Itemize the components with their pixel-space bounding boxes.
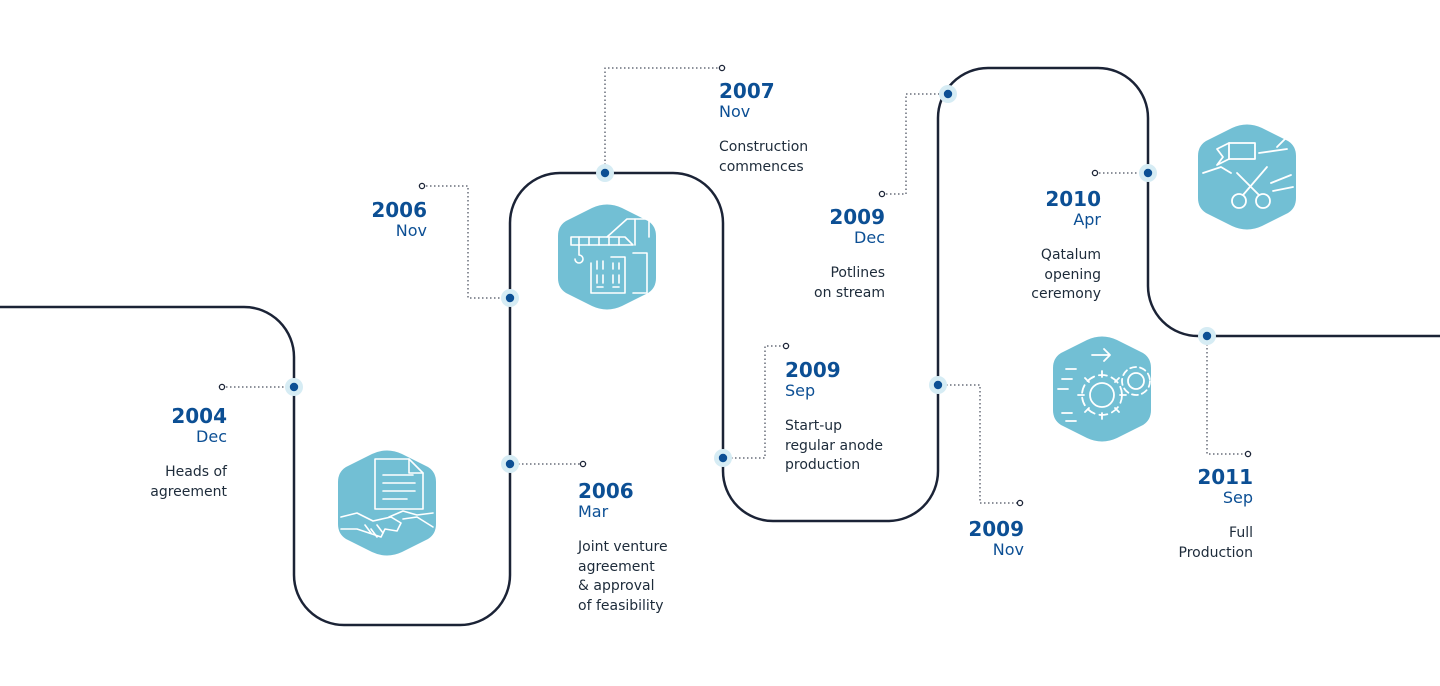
connector-ends <box>218 64 1252 507</box>
gears-icon <box>1053 336 1151 442</box>
event-description: Joint venture agreement & approval of fe… <box>578 539 668 614</box>
ribbon-scissors-icon <box>1198 124 1296 230</box>
event-description: Heads of agreement <box>150 464 227 500</box>
event-year: 2009 <box>968 517 1024 541</box>
event-month: Nov <box>395 221 427 240</box>
event-year: 2009 <box>829 205 885 229</box>
connector-2009-sep <box>723 345 786 459</box>
connector-2009-dec <box>882 93 948 195</box>
event-year: 2010 <box>1045 187 1101 211</box>
milestone-dot <box>285 378 303 396</box>
milestone-dot <box>929 376 947 394</box>
end-circle <box>1016 499 1024 507</box>
end-circle <box>718 64 726 72</box>
event-year: 2006 <box>371 198 427 222</box>
construction-crane-icon <box>558 204 656 310</box>
milestone-dot <box>596 164 614 182</box>
connector-2011-sep <box>1206 336 1248 455</box>
event-2009-sep: 2009 Sep Start-up regular anode producti… <box>785 359 975 476</box>
event-2011-sep: 2011 Sep Full Production <box>1063 466 1253 563</box>
connector-2009-nov <box>938 384 1020 504</box>
end-circle <box>1244 450 1252 458</box>
milestone-dots <box>285 85 1216 473</box>
milestone-dot <box>501 289 519 307</box>
timeline-path <box>0 66 1440 627</box>
event-year: 2009 <box>785 358 841 382</box>
event-year: 2007 <box>719 79 775 103</box>
event-description: Construction commences <box>719 139 809 175</box>
event-2009-nov: 2009 Nov <box>834 518 1024 560</box>
event-month: Dec <box>196 427 227 446</box>
end-circle <box>218 383 226 391</box>
event-2006-nov: 2006 Nov <box>237 199 427 241</box>
end-circle <box>1091 169 1099 177</box>
event-month: Mar <box>578 502 609 521</box>
event-description: Qatalum opening ceremony <box>1031 247 1101 302</box>
event-description: Full Production <box>1178 525 1253 561</box>
event-month: Dec <box>854 228 885 247</box>
event-2006-mar: 2006 Mar Joint venture agreement & appro… <box>578 480 768 616</box>
event-month: Nov <box>992 540 1024 559</box>
event-2007-nov: 2007 Nov Construction commences <box>719 80 909 177</box>
end-circle <box>579 460 587 468</box>
event-month: Sep <box>1222 488 1253 507</box>
milestone-dot <box>714 449 732 467</box>
end-circle <box>782 342 790 350</box>
connector-2006-nov <box>422 185 510 299</box>
event-2010-apr: 2010 Apr Qatalum opening ceremony <box>911 188 1101 305</box>
event-description: Potlines on stream <box>814 265 885 301</box>
milestone-dot <box>501 455 519 473</box>
event-2004-dec: 2004 Dec Heads of agreement <box>37 405 227 502</box>
handshake-icon <box>338 450 436 556</box>
milestone-dot <box>939 85 957 103</box>
milestone-dot <box>1139 164 1157 182</box>
event-month: Apr <box>1073 210 1101 229</box>
event-month: Sep <box>785 381 816 400</box>
event-year: 2006 <box>578 479 634 503</box>
event-2009-dec: 2009 Dec Potlines on stream <box>695 206 885 303</box>
end-circle <box>418 182 426 190</box>
event-month: Nov <box>719 102 751 121</box>
milestone-dot <box>1198 327 1216 345</box>
connector-2007-nov <box>604 67 722 173</box>
event-year: 2011 <box>1197 465 1253 489</box>
end-circle <box>878 190 886 198</box>
event-description: Start-up regular anode production <box>785 418 884 473</box>
event-year: 2004 <box>171 404 227 428</box>
